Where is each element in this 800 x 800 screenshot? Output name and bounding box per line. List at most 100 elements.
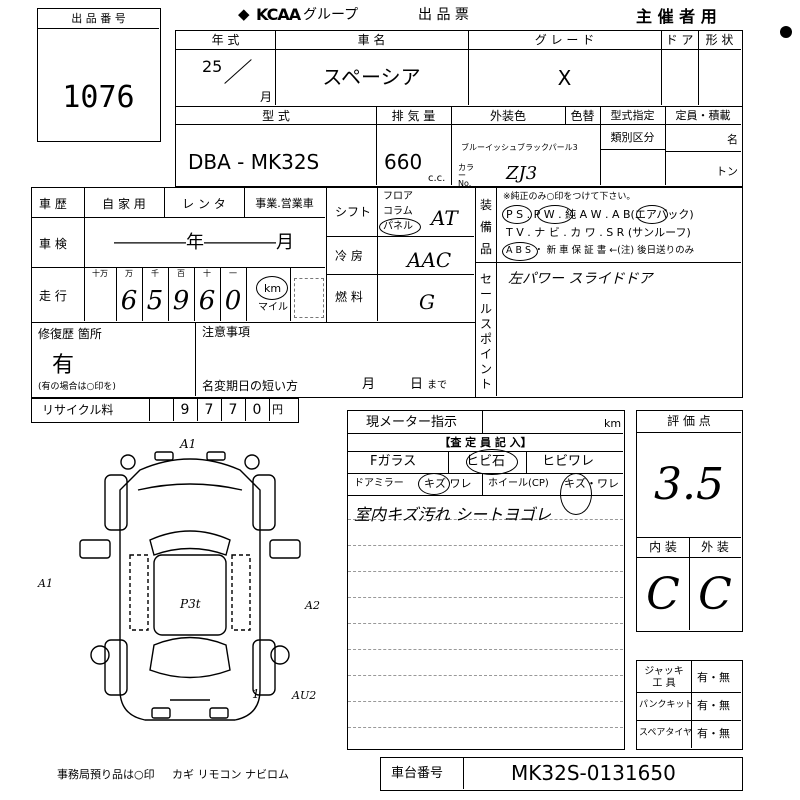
wheel-label: ホイール(CP) [488, 478, 549, 489]
row1-table: 年 式 車 名 グ レ ー ド ド ア 形 状 25 月 スペーシア X [175, 30, 743, 107]
logo-text: KCAA [256, 5, 301, 24]
repair-value: 有 [52, 353, 75, 378]
diagram-mark: P3t [180, 597, 201, 611]
wheel-opts: キズ・ワレ [564, 477, 619, 490]
wheel-circle [560, 473, 592, 515]
type-value: DBA - MK32S [188, 150, 320, 174]
color-label: 外装色 [489, 109, 526, 123]
mileage-digit: 5 [146, 286, 164, 316]
displacement-label: 排 気 量 [391, 109, 436, 123]
digit-unit-100: 百 [177, 269, 185, 278]
recycle-digit: 7 [204, 402, 214, 418]
mileage-blank-box [294, 278, 324, 318]
capacity-unit-tons: トン [716, 165, 738, 178]
recycle-digit: 0 [252, 402, 262, 418]
jack-yes-no: 有・無 [697, 671, 730, 684]
diagram-mark: 1 [252, 687, 260, 701]
exterior-value: C [698, 569, 732, 620]
km-circle [256, 276, 288, 300]
recycle-label: リサイクル料 [42, 403, 114, 417]
grade-label: グ レ ー ド [534, 33, 595, 47]
lot-number-box: 出 品 番 号 1076 [37, 8, 161, 142]
exterior-label: 外 装 [701, 540, 729, 554]
digit-unit-1k: 千 [151, 269, 159, 278]
history-private: 自 家 用 [102, 197, 146, 211]
diagram-mark: A2 [305, 599, 320, 612]
history-rental: レ ン タ [182, 197, 226, 211]
chassis-table: 車台番号 MK32S-0131650 [380, 757, 743, 791]
year-label: 年 式 [211, 33, 240, 47]
abs-circle [502, 242, 538, 261]
mileage-digit: 6 [120, 286, 138, 316]
capacity-label: 定員・積載 [675, 109, 731, 122]
history-label: 車 歴 [39, 197, 67, 211]
office-note: 事務局預り品は○印 [57, 768, 155, 781]
equipment-table: 装 備 品 ※純正のみ○印をつけて下さい。 P S . P W . 純 A W … [475, 187, 743, 398]
recycle-digit: 7 [228, 402, 238, 418]
puncture-label: パンクキット [639, 700, 694, 710]
group-text: グループ [303, 7, 359, 23]
mileage-digit: 0 [224, 286, 242, 316]
mile-label: マイル [258, 302, 288, 313]
repair-label: 修復歴 箇所 [38, 327, 102, 341]
repair-table: 修復歴 箇所 有 (有の場合は○印を) 注意事項 名変期日の短い方 月 日 まで [31, 322, 476, 398]
digit-unit-10k: 万 [125, 269, 133, 278]
pw-circle [537, 205, 573, 224]
equipment-line1: P S . P W . 純 A W . A B(エアバック) [506, 208, 694, 221]
mileage-digit: 9 [172, 286, 190, 316]
shift-table: シフト フロア コラム パネル AT 冷 房 AAC 燃 料 G [326, 187, 476, 323]
digit-unit-10: 十 [203, 269, 211, 278]
meter-label: 現メーター指示 [366, 415, 458, 430]
interior-label: 内 装 [649, 540, 677, 554]
glass-crack: ヒビワレ [542, 454, 595, 469]
inspector-table: 現メーター指示 km 【査 定 員 記 入】 Fガラス ヒビ石 ヒビワレ ドアミ… [347, 410, 625, 750]
ac-label: 冷 房 [335, 249, 363, 263]
inspection-value: ――――年――――月 [114, 232, 294, 253]
model-label: 車 名 [357, 33, 386, 47]
digit-unit-100k: 十万 [92, 269, 108, 278]
history-table: 車 歴 自 家 用 レ ン タ 事業.営業車 車 検 ――――年――――月 走 … [31, 187, 327, 323]
shift-value: AT [431, 206, 458, 230]
sheet-title: 出 品 票 [418, 7, 469, 23]
deadline-until: まで [427, 380, 447, 391]
jack-label: ジャッキ 工 具 [644, 666, 684, 689]
tools-table: ジャッキ 工 具 有・無 パンクキット 有・無 スペアタイヤ 有・無 [636, 660, 743, 750]
year-month-suffix: 月 [260, 90, 273, 104]
glass-label: Fガラス [370, 454, 417, 469]
interior-value: C [646, 569, 680, 620]
color-no-value: ZJ3 [506, 163, 538, 184]
ps-circle [502, 205, 532, 224]
corner-mark [780, 26, 792, 38]
inspection-label: 車 検 [39, 237, 67, 251]
equipment-label: 装 備 品 [480, 198, 493, 256]
type-label: 型 式 [262, 109, 290, 123]
repair-note: (有の場合は○印を) [38, 382, 116, 392]
diagram-mark: A1 [180, 437, 197, 451]
recycle-digit: 9 [180, 402, 190, 418]
deadline-day: 日 [410, 377, 424, 392]
year-value: 25 [202, 57, 223, 76]
displacement-unit: c.c. [428, 173, 446, 184]
color-value: ブルーイッシュブラックパール3 [461, 143, 578, 152]
displacement-value: 660 [384, 150, 423, 174]
notes-label: 注意事項 [202, 325, 251, 339]
puncture-yes-no: 有・無 [697, 699, 730, 712]
shift-label: シフト [335, 205, 372, 219]
history-business: 事業.営業車 [255, 197, 314, 210]
ac-value: AAC [407, 248, 452, 272]
mirror-label: ドアミラー [354, 478, 404, 489]
diagram-mark: A1 [38, 577, 53, 590]
chassis-label: 車台番号 [391, 766, 444, 781]
recycle-yen: 円 [272, 403, 283, 416]
recycle-table: リサイクル料 9 7 7 0 円 [31, 398, 299, 423]
capacity-unit-persons: 名 [727, 133, 738, 146]
spare-yes-no: 有・無 [697, 727, 730, 740]
inspector-header: 【査 定 員 記 入】 [439, 436, 532, 449]
lot-number-value: 1076 [62, 80, 135, 115]
shift-panel-circle [379, 218, 421, 236]
ab-circle [636, 205, 668, 224]
deadline-month: 月 [362, 377, 376, 392]
diagram-mark: AU2 [292, 689, 317, 702]
grade-value: X [557, 66, 572, 90]
chassis-value: MK32S-0131650 [511, 761, 676, 785]
